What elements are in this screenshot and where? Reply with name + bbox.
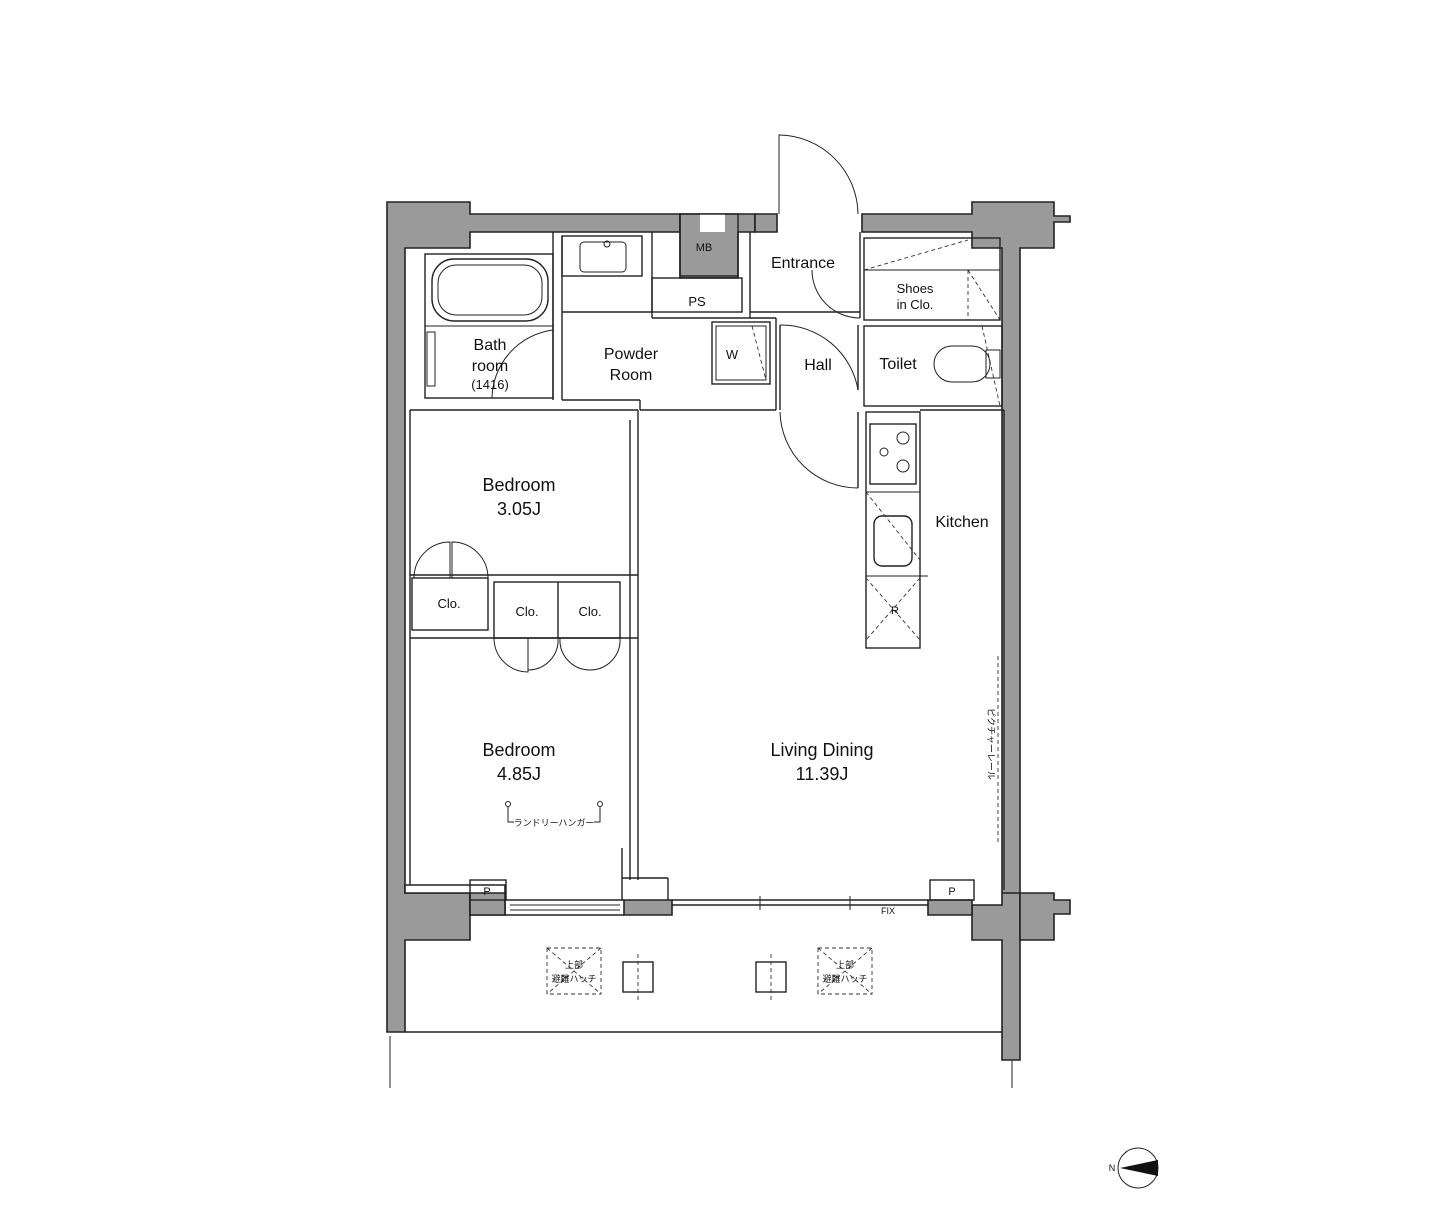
label-hatch-left-1: 上部: [565, 959, 583, 970]
label-pipe-left: P: [483, 886, 490, 898]
label-washer: W: [726, 347, 739, 362]
label-bath-2: room: [472, 358, 508, 375]
label-hatch-right-1: 上部: [836, 959, 854, 970]
label-bedroom2-name: Bedroom: [482, 740, 555, 760]
label-bath-1: Bath: [474, 337, 507, 354]
room-labels: Entrance MB PS Shoes in Clo. Bath room (…: [437, 242, 996, 984]
label-picture-rail: ピクチャーレール: [986, 708, 996, 780]
label-closet-b: Clo.: [515, 604, 538, 619]
label-bedroom2-size: 4.85J: [497, 764, 541, 784]
label-powder-2: Room: [610, 367, 653, 384]
compass-icon: N: [1109, 1147, 1159, 1189]
label-refrigerator: R: [891, 605, 899, 617]
compass-label: N: [1109, 1163, 1116, 1173]
label-bedroom1-size: 3.05J: [497, 499, 541, 519]
label-closet-c: Clo.: [578, 604, 601, 619]
label-shoes-1: Shoes: [897, 281, 934, 296]
exterior-walls: [386, 201, 1071, 1061]
label-closet-a: Clo.: [437, 596, 460, 611]
label-fix: FIX: [881, 906, 895, 916]
label-living-size: 11.39J: [796, 764, 849, 784]
label-bedroom1-name: Bedroom: [482, 475, 555, 495]
label-mb: MB: [696, 242, 713, 254]
label-ps: PS: [688, 294, 706, 309]
label-pipe-right: P: [948, 886, 955, 898]
label-bath-3: (1416): [471, 377, 509, 392]
label-powder-1: Powder: [604, 346, 659, 363]
label-living-name: Living Dining: [770, 740, 873, 760]
label-hatch-right-2: 避難ハッチ: [822, 973, 867, 984]
label-laundry-hanger: ランドリーハンガー: [514, 818, 595, 828]
label-kitchen: Kitchen: [935, 514, 988, 531]
label-shoes-2: in Clo.: [897, 297, 934, 312]
label-toilet: Toilet: [879, 356, 917, 373]
label-hatch-left-2: 避難ハッチ: [551, 973, 596, 984]
interior-walls: [389, 134, 1013, 1088]
label-entrance: Entrance: [771, 255, 835, 272]
label-hall: Hall: [804, 357, 832, 374]
